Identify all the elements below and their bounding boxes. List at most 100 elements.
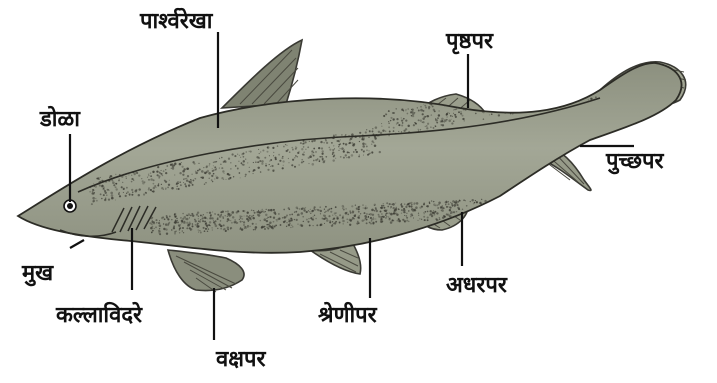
speckle-dot bbox=[182, 227, 184, 229]
speckle-dot bbox=[499, 213, 501, 215]
speckle-dot bbox=[560, 88, 562, 90]
speckle-dot bbox=[150, 172, 152, 174]
speckle-dot bbox=[240, 218, 241, 219]
label-caudal-fin: पुच्छपर bbox=[605, 149, 665, 175]
speckle-dot bbox=[454, 114, 456, 116]
speckle-dot bbox=[205, 228, 207, 230]
speckle-dot bbox=[165, 223, 168, 226]
speckle-dot bbox=[583, 78, 585, 80]
speckle-dot bbox=[494, 208, 495, 209]
speckle-dot bbox=[198, 225, 200, 227]
speckle-dot bbox=[233, 176, 234, 177]
speckle-dot bbox=[533, 204, 534, 205]
speckle-dot bbox=[155, 185, 156, 186]
speckle-dot bbox=[338, 150, 339, 151]
speckle-dot bbox=[284, 216, 286, 218]
speckle-dot bbox=[236, 223, 237, 224]
speckle-dot bbox=[179, 172, 181, 174]
speckle-dot bbox=[129, 195, 130, 196]
speckle-dot bbox=[302, 143, 303, 144]
speckle-dot bbox=[320, 141, 322, 143]
speckle-dot bbox=[512, 94, 514, 96]
speckle-dot bbox=[406, 217, 408, 219]
speckle-dot bbox=[458, 111, 460, 113]
speckle-dot bbox=[320, 213, 321, 214]
speckle-dot bbox=[100, 177, 101, 178]
speckle-dot bbox=[562, 80, 563, 81]
speckle-dot bbox=[495, 199, 497, 201]
speckle-dot bbox=[532, 196, 534, 198]
speckle-dot bbox=[518, 215, 520, 217]
speckle-dot bbox=[495, 205, 497, 207]
speckle-dot bbox=[553, 95, 554, 96]
speckle-dot bbox=[518, 197, 520, 199]
speckle-dot bbox=[545, 89, 547, 91]
speckle-dot bbox=[495, 204, 496, 205]
speckle-dot bbox=[382, 220, 384, 222]
speckle-dot bbox=[520, 211, 522, 213]
speckle-dot bbox=[232, 211, 235, 214]
speckle-dot bbox=[541, 106, 543, 108]
speckle-dot bbox=[371, 220, 373, 222]
speckle-dot bbox=[310, 213, 311, 214]
speckle-dot bbox=[375, 221, 377, 223]
speckle-dot bbox=[583, 90, 585, 92]
speckle-dot bbox=[349, 224, 351, 226]
speckle-dot bbox=[424, 105, 426, 107]
speckle-dot bbox=[179, 232, 180, 233]
speckle-dot bbox=[528, 207, 530, 209]
speckle-dot bbox=[207, 227, 208, 228]
speckle-dot bbox=[315, 159, 317, 161]
speckle-dot bbox=[542, 101, 544, 103]
speckle-dot bbox=[316, 209, 317, 210]
speckle-dot bbox=[239, 219, 240, 220]
speckle-dot bbox=[437, 117, 439, 119]
speckle-dot bbox=[559, 82, 561, 84]
speckle-dot bbox=[219, 168, 220, 169]
speckle-dot bbox=[303, 161, 304, 162]
speckle-dot bbox=[306, 219, 308, 221]
speckle-dot bbox=[359, 132, 361, 134]
speckle-dot bbox=[530, 102, 532, 104]
speckle-dot bbox=[355, 205, 356, 206]
speckle-dot bbox=[529, 99, 530, 100]
speckle-dot bbox=[150, 189, 152, 191]
speckle-dot bbox=[209, 212, 211, 214]
speckle-dot bbox=[572, 97, 574, 99]
speckle-dot bbox=[227, 229, 229, 231]
speckle-dot bbox=[245, 176, 247, 178]
speckle-dot bbox=[456, 211, 458, 213]
speckle-dot bbox=[438, 114, 440, 116]
speckle-dot bbox=[325, 211, 327, 213]
speckle-dot bbox=[186, 214, 188, 216]
speckle-dot bbox=[324, 223, 325, 224]
speckle-dot bbox=[309, 141, 310, 142]
speckle-dot bbox=[107, 189, 109, 191]
speckle-dot bbox=[134, 173, 136, 175]
speckle-dot bbox=[252, 170, 254, 172]
speckle-dot bbox=[161, 217, 164, 220]
speckle-dot bbox=[161, 184, 162, 185]
speckle-dot bbox=[190, 179, 191, 180]
speckle-dot bbox=[360, 213, 361, 214]
speckle-dot bbox=[418, 129, 419, 130]
speckle-dot bbox=[474, 213, 476, 215]
speckle-dot bbox=[231, 222, 233, 224]
speckle-dot bbox=[211, 175, 213, 177]
speckle-dot bbox=[264, 226, 266, 228]
speckle-dot bbox=[303, 151, 305, 153]
speckle-dot bbox=[326, 142, 328, 144]
speckle-dot bbox=[578, 94, 579, 95]
speckle-dot bbox=[383, 115, 385, 117]
speckle-dot bbox=[267, 227, 269, 229]
speckle-dot bbox=[481, 210, 483, 212]
speckle-dot bbox=[198, 218, 199, 219]
speckle-dot bbox=[383, 203, 384, 204]
speckle-dot bbox=[351, 154, 354, 157]
speckle-dot bbox=[571, 92, 573, 94]
speckle-dot bbox=[161, 170, 162, 171]
speckle-dot bbox=[539, 98, 540, 99]
speckle-dot bbox=[473, 98, 474, 99]
speckle-dot bbox=[95, 198, 96, 199]
speckle-dot bbox=[406, 215, 408, 217]
